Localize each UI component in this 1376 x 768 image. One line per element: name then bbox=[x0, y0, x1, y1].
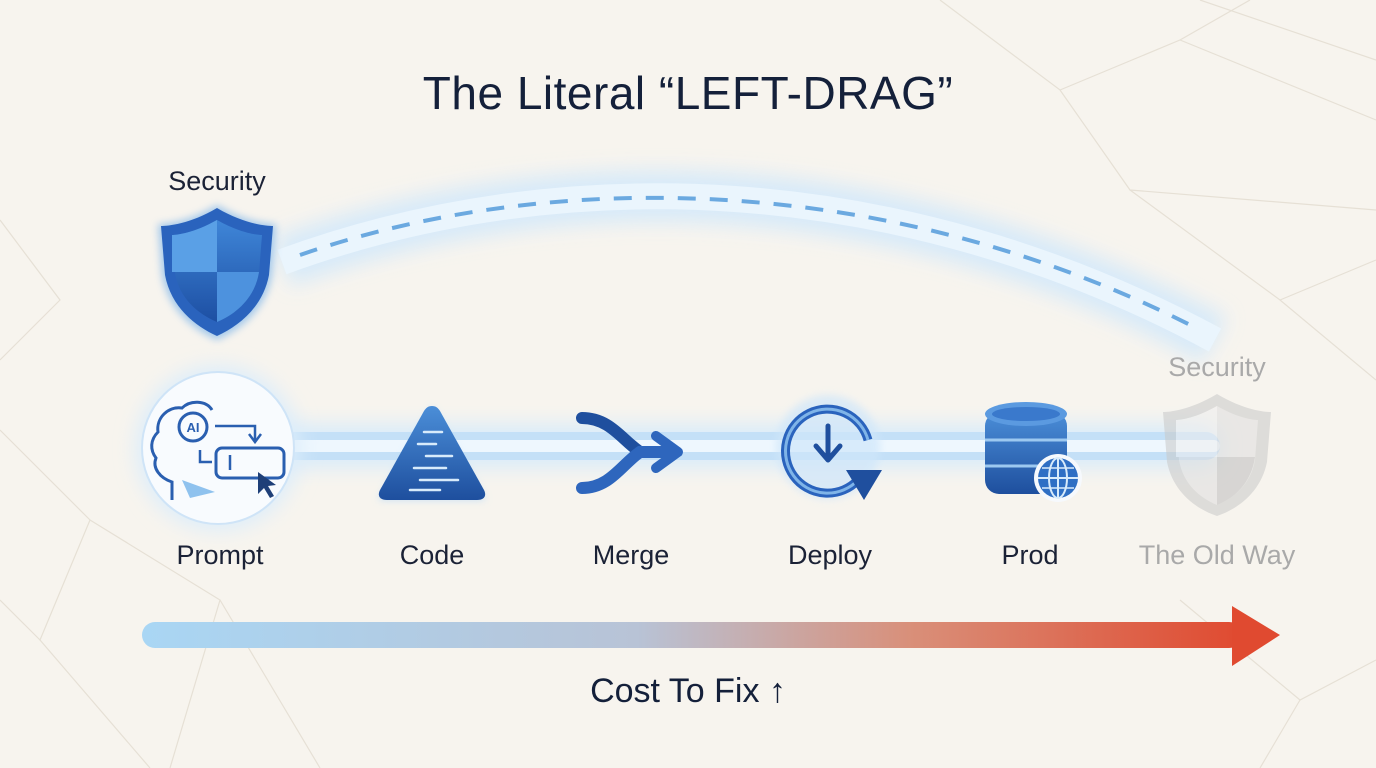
stage-label-prompt: Prompt bbox=[176, 540, 264, 570]
pipeline-track bbox=[220, 425, 1220, 467]
stage-label-deploy: Deploy bbox=[787, 540, 873, 570]
merge-arrows-icon bbox=[576, 412, 683, 494]
old-security-label: Security bbox=[1168, 352, 1266, 382]
faded-shield-icon bbox=[1163, 394, 1271, 516]
svg-text:AI: AI bbox=[187, 420, 200, 435]
stage-label-merge: Merge bbox=[592, 540, 670, 570]
cost-to-fix-arrow bbox=[142, 606, 1280, 666]
deploy-refresh-icon bbox=[776, 395, 882, 500]
diagram-title: The Literal “LEFT-DRAG” bbox=[422, 67, 954, 119]
database-globe-icon bbox=[985, 402, 1082, 502]
code-triangle-icon bbox=[378, 406, 486, 500]
stage-label-code: Code bbox=[399, 540, 465, 570]
security-shield-icon bbox=[158, 205, 276, 340]
security-label: Security bbox=[168, 166, 266, 196]
cost-to-fix-label: Cost To Fix ↑ bbox=[590, 672, 786, 710]
stage-label-old-way: The Old Way bbox=[1138, 540, 1296, 570]
left-drag-arc bbox=[273, 170, 1228, 363]
stage-label-prod: Prod bbox=[1001, 540, 1059, 570]
ai-brain-icon: AI bbox=[136, 366, 300, 530]
